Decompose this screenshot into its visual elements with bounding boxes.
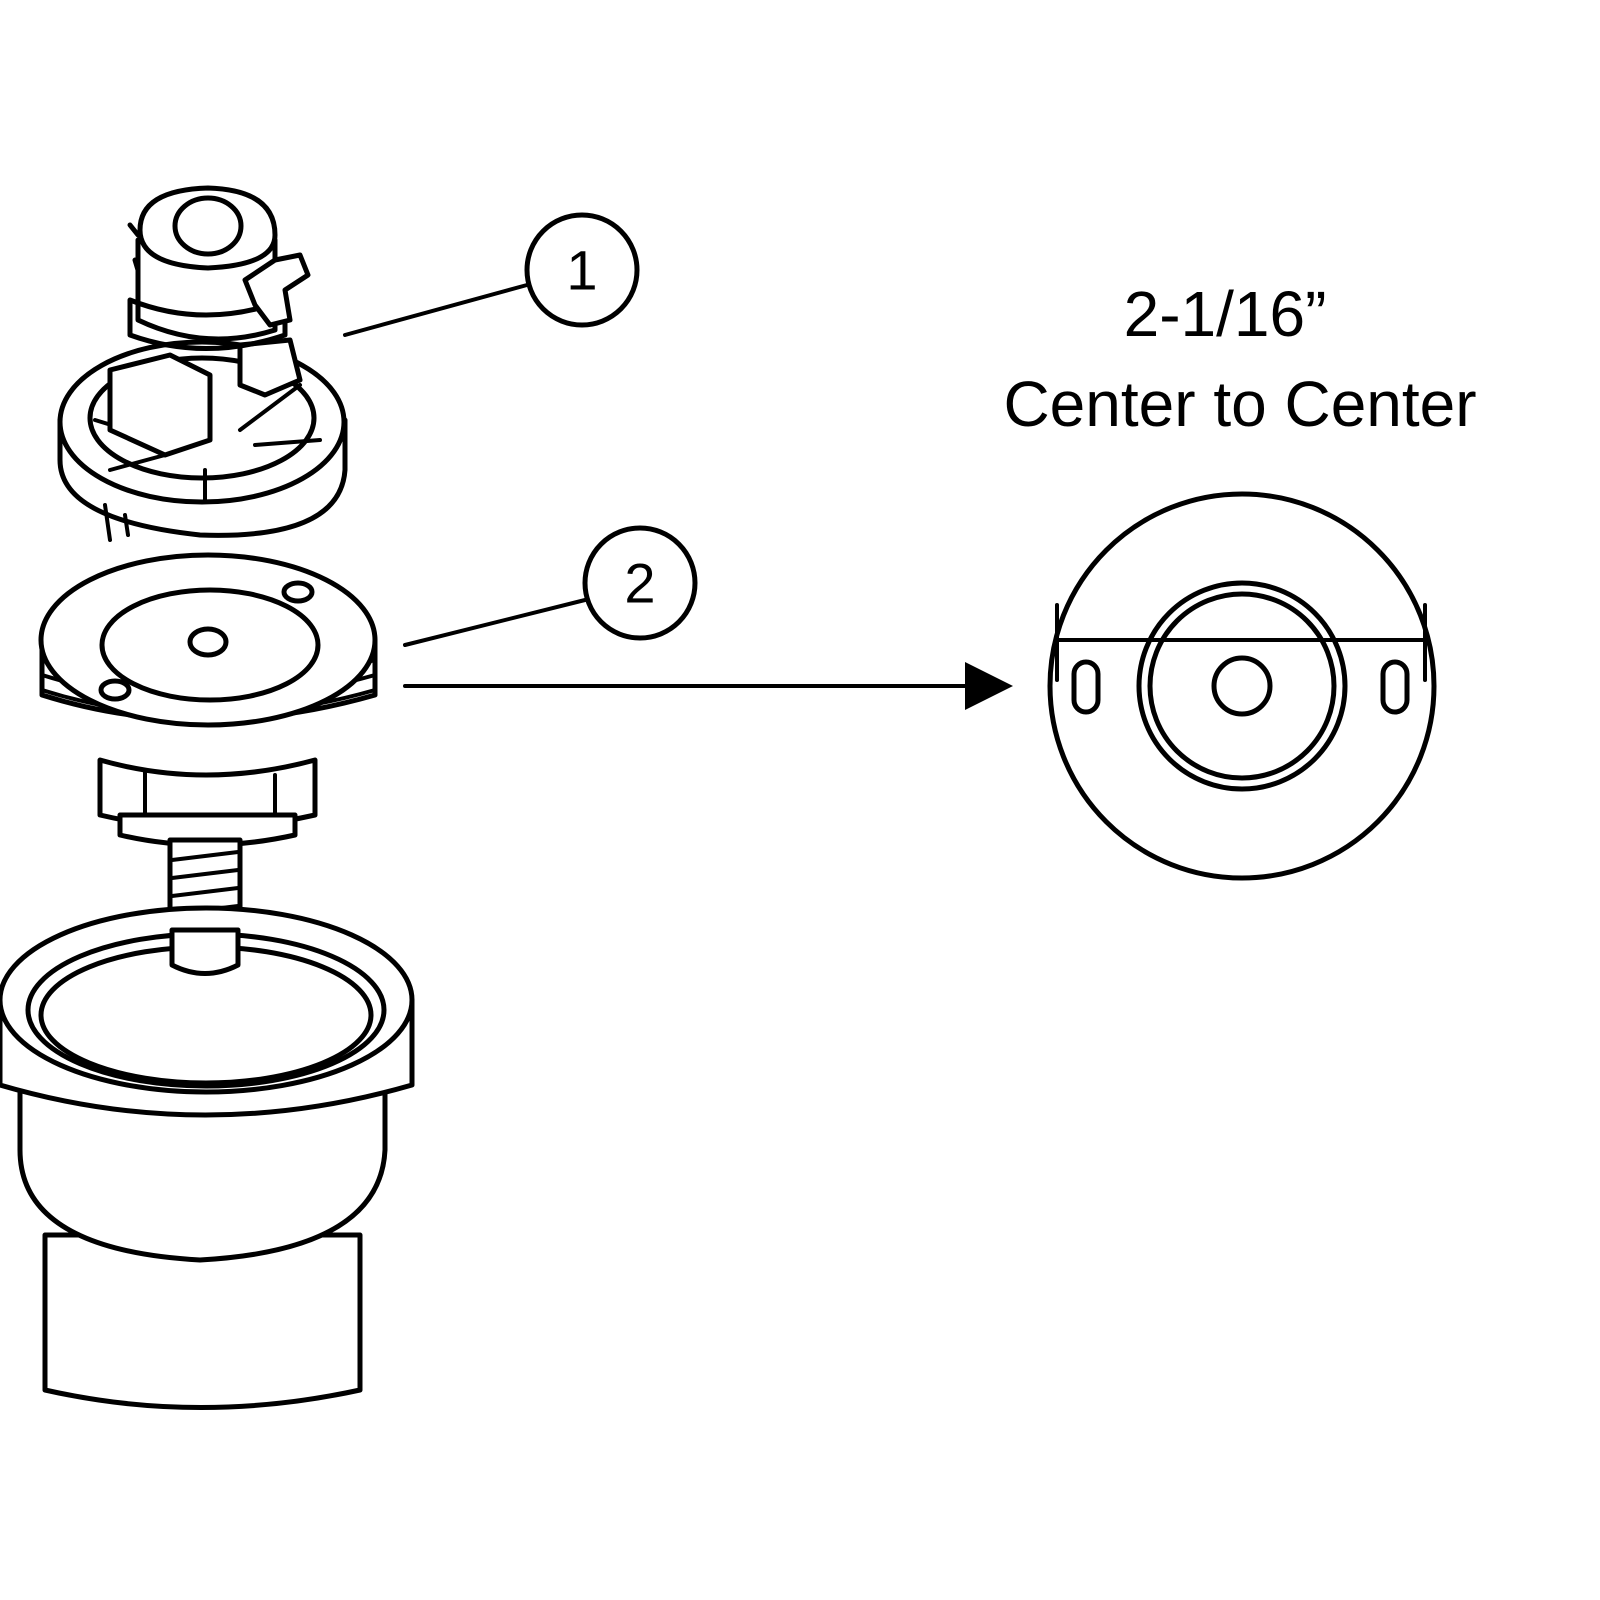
dimension-caption: Center to Center	[1003, 368, 1476, 440]
flange-slot-left	[1071, 659, 1101, 715]
flange-inner-ring-inner	[1147, 591, 1337, 781]
callout-2-leader-line	[403, 598, 587, 647]
callout-1-label: 1	[566, 239, 597, 302]
flange-slot-right	[1380, 659, 1410, 715]
callout-1: 1	[343, 212, 640, 337]
dimension-value: 2-1/16”	[1124, 278, 1327, 350]
flange-outer-circle	[1047, 491, 1437, 881]
flange-top-view	[1047, 491, 1437, 881]
callout-2: 2	[403, 525, 698, 647]
callout-2-label: 2	[624, 552, 655, 615]
flange-center-hole	[1211, 655, 1273, 717]
callout-2-circle	[582, 525, 698, 641]
callout-1-leader-line	[343, 283, 529, 337]
bottom-housing	[0, 905, 415, 1410]
callout-1-circle	[524, 212, 640, 328]
part-2-threaded-flange	[38, 552, 378, 848]
part-1-valve-assembly	[57, 185, 348, 542]
flange-inner-ring-outer	[1136, 580, 1348, 792]
